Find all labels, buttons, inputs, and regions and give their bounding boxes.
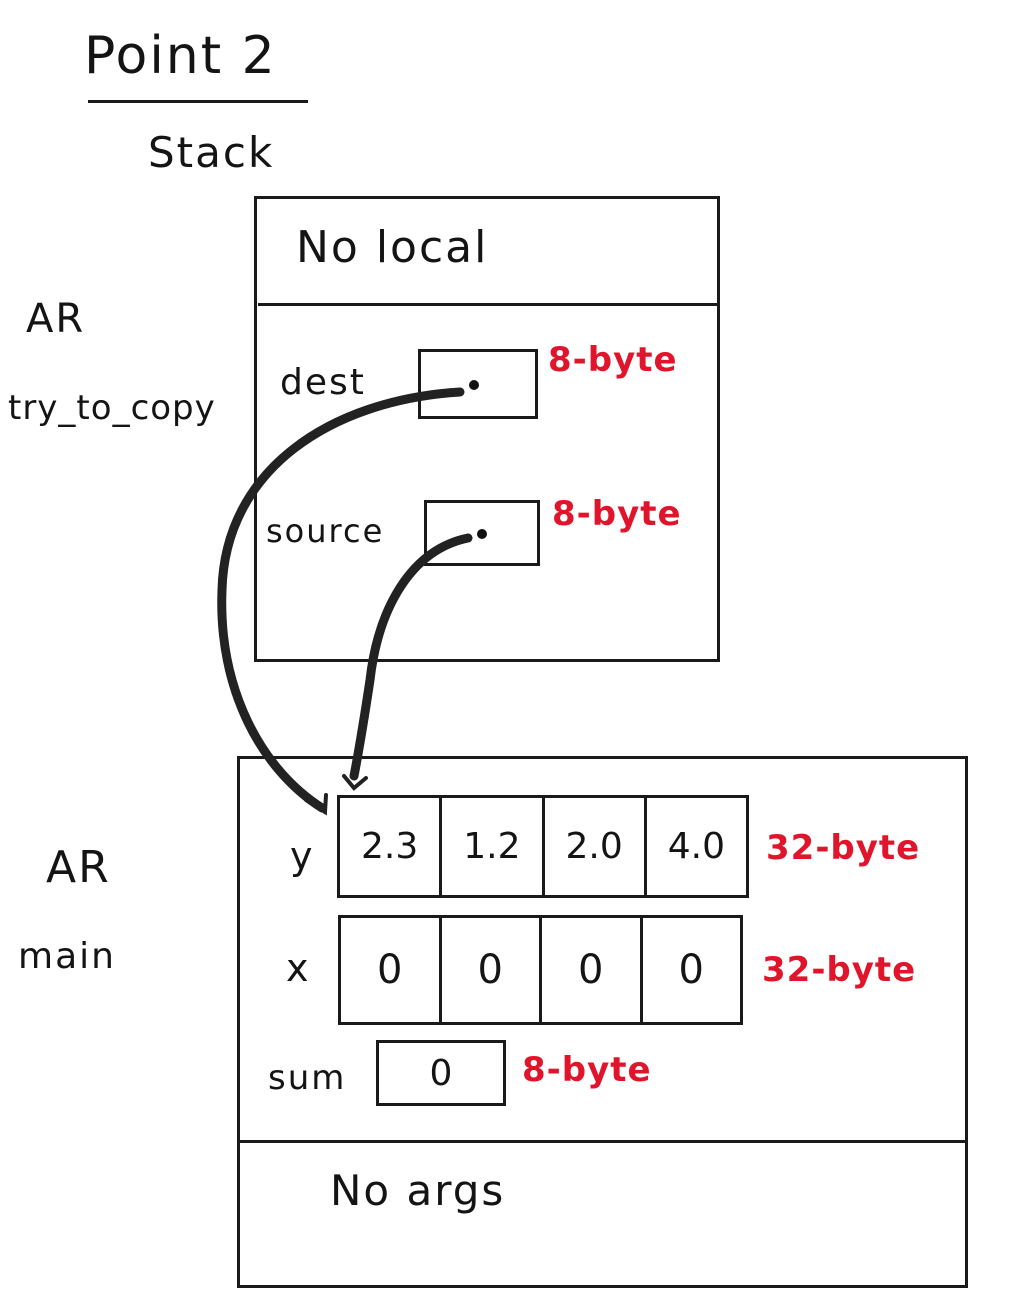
var-sum-box: 0 bbox=[376, 1040, 506, 1106]
var-x-label: x bbox=[286, 946, 311, 990]
y-cell-3: 4.0 bbox=[643, 798, 746, 895]
var-x-size: 32-byte bbox=[762, 950, 917, 990]
ar-try-to-copy-locals: No local bbox=[296, 222, 489, 273]
param-dest-label: dest bbox=[280, 362, 366, 403]
dest-arrowhead bbox=[304, 793, 328, 816]
var-y-label: y bbox=[290, 834, 315, 878]
ar-try-to-copy-label-name: try_to_copy bbox=[8, 388, 216, 428]
diagram-title: Point 2 bbox=[84, 26, 277, 86]
param-source-box bbox=[424, 500, 540, 566]
sum-cell-0: 0 bbox=[429, 1052, 453, 1094]
x-cell-1: 0 bbox=[438, 918, 540, 1022]
ar-try-to-copy-label-ar: AR bbox=[26, 296, 86, 342]
var-y-array: 2.3 1.2 2.0 4.0 bbox=[337, 795, 749, 898]
y-cell-2: 2.0 bbox=[541, 798, 644, 895]
y-cell-1: 1.2 bbox=[439, 798, 541, 895]
diagram-subtitle: Stack bbox=[148, 128, 275, 177]
x-cell-2: 0 bbox=[539, 918, 640, 1022]
title-underline bbox=[88, 100, 308, 103]
ar-try-to-copy-divider bbox=[258, 303, 718, 306]
ar-main-divider bbox=[240, 1140, 966, 1143]
dest-pointer-arrow bbox=[217, 387, 465, 813]
ar-main-label-ar: AR bbox=[46, 842, 111, 893]
var-sum-size: 8-byte bbox=[522, 1050, 652, 1090]
param-dest-box bbox=[418, 349, 538, 419]
ar-main-label-name: main bbox=[18, 936, 116, 977]
ar-main-frame bbox=[237, 756, 968, 1288]
source-pointer-dot bbox=[477, 529, 487, 539]
x-cell-3: 0 bbox=[639, 918, 741, 1022]
source-pointer-arrow bbox=[349, 533, 473, 781]
var-y-size: 32-byte bbox=[766, 828, 921, 868]
y-cell-0: 2.3 bbox=[360, 826, 419, 867]
param-dest-size: 8-byte bbox=[548, 340, 678, 380]
ar-main-args: No args bbox=[330, 1166, 506, 1215]
param-source-size: 8-byte bbox=[552, 494, 682, 534]
var-sum-label: sum bbox=[268, 1058, 347, 1098]
param-source-label: source bbox=[266, 512, 385, 550]
x-cell-0: 0 bbox=[377, 947, 403, 993]
dest-pointer-dot bbox=[469, 380, 479, 390]
var-x-array: 0 0 0 0 bbox=[338, 915, 743, 1025]
ar-try-to-copy-frame bbox=[254, 196, 720, 662]
source-arrowhead bbox=[342, 774, 368, 791]
